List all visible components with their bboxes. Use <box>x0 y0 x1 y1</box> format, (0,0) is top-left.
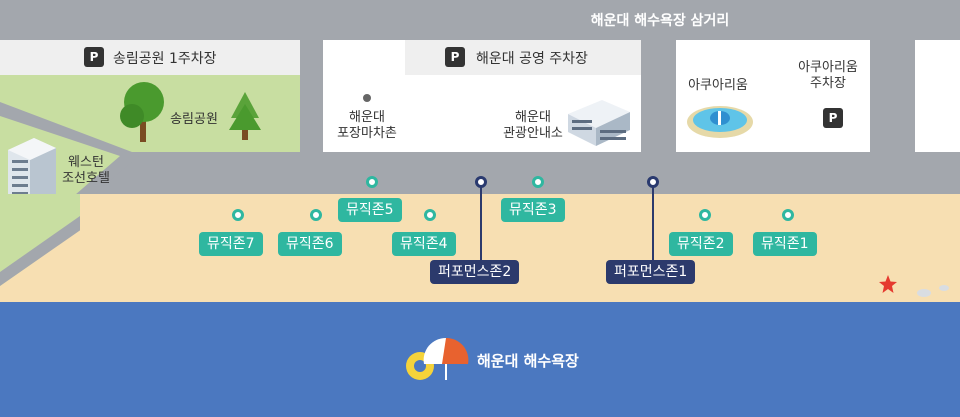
location-dot-icon <box>363 94 371 102</box>
music-zone-6[interactable]: 뮤직존6 <box>278 232 342 256</box>
music-zone-5[interactable]: 뮤직존5 <box>338 198 402 222</box>
performance-zone-2[interactable]: 퍼포먼스존2 <box>430 260 520 284</box>
info-line2: 관광안내소 <box>503 126 563 141</box>
songrim-parking-label: 송림공원 1주차장 <box>113 51 217 67</box>
music-zone-pin <box>310 209 322 221</box>
market-line2: 포장마차촌 <box>337 126 397 141</box>
music-zone-pin <box>232 209 244 221</box>
music-zone-3[interactable]: 뮤직존3 <box>501 198 565 222</box>
pojangmacha-label: 해운대 포장마차촌 <box>330 110 404 142</box>
road-label: 해운대 해수욕장 삼거리 <box>590 13 730 29</box>
road-corner <box>0 194 80 286</box>
tourist-info-label: 해운대 관광안내소 <box>496 110 570 142</box>
music-zone-4[interactable]: 뮤직존4 <box>392 232 456 256</box>
westin-label: 웨스턴 조선호텔 <box>56 155 116 187</box>
beach-umbrella-icon <box>406 337 469 380</box>
performance-stem <box>652 186 654 262</box>
parking-icon: P <box>84 47 104 67</box>
music-zone-1[interactable]: 뮤직존1 <box>753 232 817 256</box>
songrim-parking-header <box>0 40 300 75</box>
right-block <box>915 40 960 152</box>
sea <box>0 302 960 417</box>
parking-icon: P <box>445 47 465 67</box>
aq-parking-line1: 아쿠아리움 <box>798 60 858 75</box>
music-zone-pin <box>532 176 544 188</box>
haeundae-parking-label: 해운대 공영 주차장 <box>476 51 588 67</box>
beach-label: 해운대 해수욕장 <box>477 352 579 370</box>
starfish-icon <box>879 275 897 293</box>
performance-stem <box>480 186 482 262</box>
market-line1: 해운대 <box>349 110 385 125</box>
haeundae-parking-header <box>405 40 641 75</box>
info-line1: 해운대 <box>515 110 551 125</box>
tree-icon <box>120 82 164 142</box>
performance-zone-pin <box>647 176 659 188</box>
music-zone-pin <box>424 209 436 221</box>
songrim-park-label: 송림공원 <box>170 112 218 127</box>
performance-zone-pin <box>475 176 487 188</box>
westin-label-line2: 조선호텔 <box>62 171 110 186</box>
shell-icon <box>917 285 949 297</box>
aq-parking-line2: 주차장 <box>810 76 846 91</box>
music-zone-2[interactable]: 뮤직존2 <box>669 232 733 256</box>
aquarium-parking-label: 아쿠아리움 주차장 <box>790 60 866 92</box>
westin-label-line1: 웨스턴 <box>68 155 104 170</box>
parking-icon: P <box>823 108 843 128</box>
music-zone-7[interactable]: 뮤직존7 <box>199 232 263 256</box>
aquarium-fountain-icon <box>687 106 753 138</box>
aquarium-label: 아쿠아리움 <box>688 78 748 93</box>
office-building-icon <box>568 100 630 146</box>
pine-tree-icon <box>229 92 261 140</box>
performance-zone-1[interactable]: 퍼포먼스존1 <box>606 260 696 284</box>
music-zone-pin <box>699 209 711 221</box>
music-zone-pin <box>366 176 378 188</box>
music-zone-pin <box>782 209 794 221</box>
